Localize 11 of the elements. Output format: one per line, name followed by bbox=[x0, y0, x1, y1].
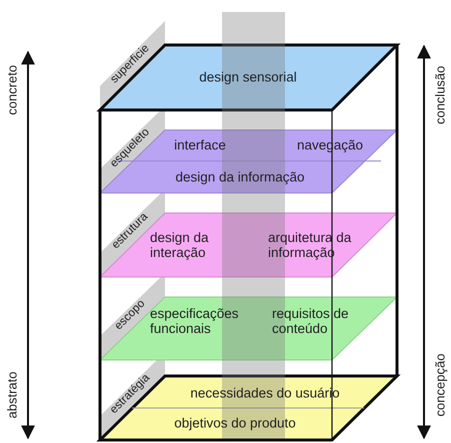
plane-text: design sensorial bbox=[199, 70, 297, 84]
plane-text: design da informação bbox=[175, 170, 305, 184]
plane-text: especificações funcionais bbox=[150, 306, 240, 336]
axis-label: conclusão bbox=[432, 66, 448, 124]
plane-text: objetivos do produto bbox=[174, 416, 296, 430]
plane-text: design da interação bbox=[150, 230, 210, 260]
axis-label: concreto bbox=[4, 65, 20, 115]
plane-text: requisitos de conteúdo bbox=[272, 306, 350, 336]
axis-label: abstrato bbox=[4, 372, 20, 418]
axis-label: concepção bbox=[432, 354, 448, 416]
plane-text: interface bbox=[174, 138, 226, 152]
